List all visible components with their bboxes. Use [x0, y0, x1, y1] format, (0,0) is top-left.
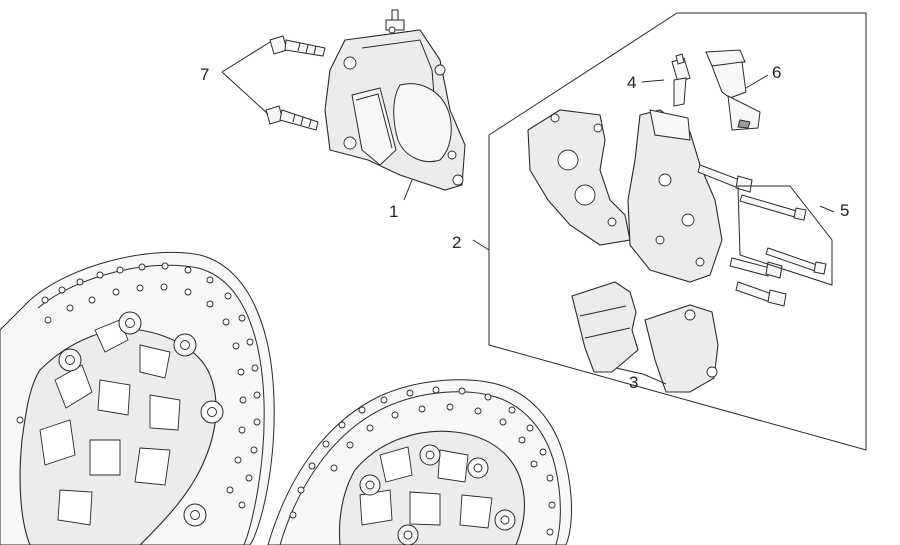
brake-disc-left [0, 252, 275, 545]
brake-disc-right [267, 379, 572, 545]
caliper-bolts-kit [697, 164, 787, 307]
kit-outline-frame [488, 12, 867, 451]
callout-1: 1 [389, 202, 398, 221]
caliper-half-outer [527, 109, 631, 246]
disc-right-spider-carrier [339, 430, 525, 545]
callout-4: 4 [627, 73, 636, 92]
bleed-valve [671, 53, 691, 107]
callout-5: 5 [840, 201, 849, 220]
callout-7: 7 [200, 65, 209, 84]
disc-left-spider-carrier [19, 311, 224, 545]
disc-right-rotor-holes [289, 386, 556, 536]
caliper-mounting-bolts [265, 35, 326, 131]
callout-3: 3 [629, 373, 638, 392]
brake-caliper-assembly [324, 9, 466, 191]
callout-2: 2 [452, 233, 461, 252]
pad-pins [737, 185, 833, 286]
pad-retaining-spring [705, 49, 761, 131]
leader-lines [221, 41, 835, 385]
callout-6: 6 [772, 63, 781, 82]
caliper-half-inner [627, 109, 723, 283]
brake-pads [571, 281, 719, 393]
